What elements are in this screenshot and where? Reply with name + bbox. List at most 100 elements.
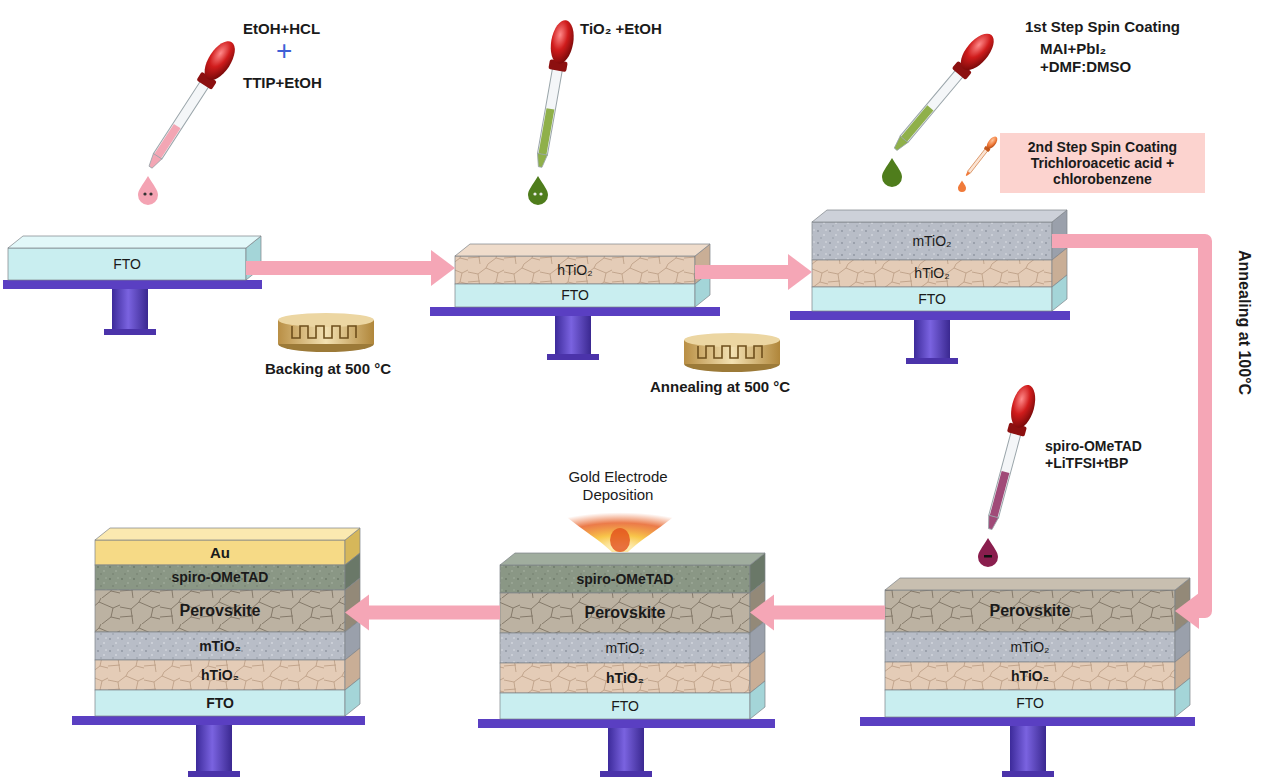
dropper [154, 124, 180, 159]
dropper [968, 149, 988, 173]
process-arrow [1052, 241, 1205, 629]
step-label: Backing at 500 °C [265, 360, 391, 378]
layer-front [95, 565, 345, 590]
layer-name: mTiO₂ [1010, 639, 1049, 655]
layer-front [455, 256, 695, 284]
dropper [892, 136, 908, 152]
dropper [535, 153, 547, 168]
hot-plate [684, 333, 780, 372]
layer-box: FTO [812, 287, 1052, 311]
step-label: Gold Electrode Deposition [548, 468, 688, 504]
step-label: + [276, 34, 292, 68]
dropper [538, 69, 563, 155]
layer-box: Au [95, 540, 345, 565]
dropper [141, 36, 241, 173]
step-label: MAI+PbI₂ +DMF:DMSO [1040, 40, 1165, 76]
layer-front [8, 248, 246, 280]
spin-stand [188, 771, 240, 777]
dropper [963, 135, 999, 178]
layer-box: mTiO₂ [95, 632, 345, 660]
spin-stand [860, 717, 1195, 726]
layer-front [885, 662, 1175, 690]
layer-top [455, 244, 710, 256]
spin-stand [547, 354, 599, 360]
layer-top [812, 210, 1067, 222]
layer-name: hTiO₂ [606, 670, 644, 686]
arrow-head [345, 595, 369, 631]
spin-stand [790, 311, 1070, 320]
layer-name: FTO [561, 287, 589, 303]
layer-top [885, 578, 1190, 590]
drop [149, 192, 152, 195]
step-label: Annealing at 500 °C [650, 378, 790, 396]
layer-front [885, 690, 1175, 717]
drop [138, 176, 158, 205]
arrow-head [788, 254, 812, 290]
layer-box: spiro-OMeTAD [500, 565, 750, 593]
spin-stand [478, 719, 775, 728]
layer-box: hTiO₂ [455, 256, 695, 284]
dropper [887, 28, 1000, 156]
dropper [901, 105, 933, 142]
arrow-shaft [246, 261, 433, 275]
spin-stand [1010, 726, 1046, 773]
spin-stand [112, 289, 148, 331]
process-note: Annealing at 100°C [1235, 250, 1254, 395]
hot-plate [684, 333, 780, 347]
spin-stand [608, 728, 644, 773]
layer-box: hTiO₂ [812, 260, 1052, 287]
layer-box: spiro-OMeTAD [95, 565, 345, 590]
layer-front [500, 633, 750, 663]
step-label: 1st Step Spin Coating [1025, 18, 1180, 36]
arrow-shaft [1052, 241, 1205, 611]
drop [984, 555, 992, 558]
layer-side [750, 681, 765, 719]
layer-front [812, 260, 1052, 287]
drop [882, 158, 902, 187]
layer-name: hTiO₂ [201, 667, 239, 683]
layer-name: Trichloroacetic acid + chlorobenzene [1010, 155, 1195, 187]
layer-name: 2nd Step Spin Coating [1028, 139, 1177, 155]
layer-name: hTiO₂ [1011, 668, 1049, 684]
layer-box: hTiO₂ [500, 663, 750, 693]
layer-front [95, 632, 345, 660]
layer-box: Perovskite [95, 590, 345, 632]
hot-plate [698, 346, 762, 358]
spin-stand [3, 280, 262, 289]
layer-name: hTiO₂ [914, 265, 949, 281]
drop [882, 158, 902, 187]
deposition-glow [610, 528, 630, 552]
spin-stand [104, 329, 156, 335]
layer-box: mTiO₂ [812, 222, 1052, 260]
process-arrow [750, 595, 885, 631]
arrow-head [431, 250, 455, 286]
layer-name: Perovskite [180, 602, 261, 620]
dropper [955, 28, 1000, 76]
layer-name: mTiO₂ [605, 640, 644, 656]
layer-name: FTO [611, 698, 639, 714]
spin-stand [555, 316, 591, 356]
dropper [1007, 382, 1040, 430]
process-arrow [345, 595, 500, 631]
layer-name: spiro-OMeTAD [172, 569, 269, 585]
hot-plate [278, 313, 374, 352]
layer-name: FTO [206, 695, 234, 711]
dropper [980, 382, 1040, 532]
dropper [146, 154, 161, 170]
dropper [529, 18, 577, 169]
process-arrow [695, 254, 812, 290]
layer-front [812, 287, 1052, 311]
dropper [199, 36, 241, 85]
spin-stand [196, 725, 232, 773]
layer-top [500, 553, 765, 565]
process-arrow [246, 250, 455, 286]
layer-side [345, 678, 360, 716]
layer-front [500, 663, 750, 693]
spin-stand [72, 716, 365, 725]
layer-name: hTiO₂ [557, 262, 592, 278]
layer-name: mTiO₂ [199, 638, 241, 654]
drop [958, 180, 966, 192]
dropper [900, 70, 963, 142]
spin-stand [430, 307, 720, 316]
layer-front [885, 590, 1175, 632]
